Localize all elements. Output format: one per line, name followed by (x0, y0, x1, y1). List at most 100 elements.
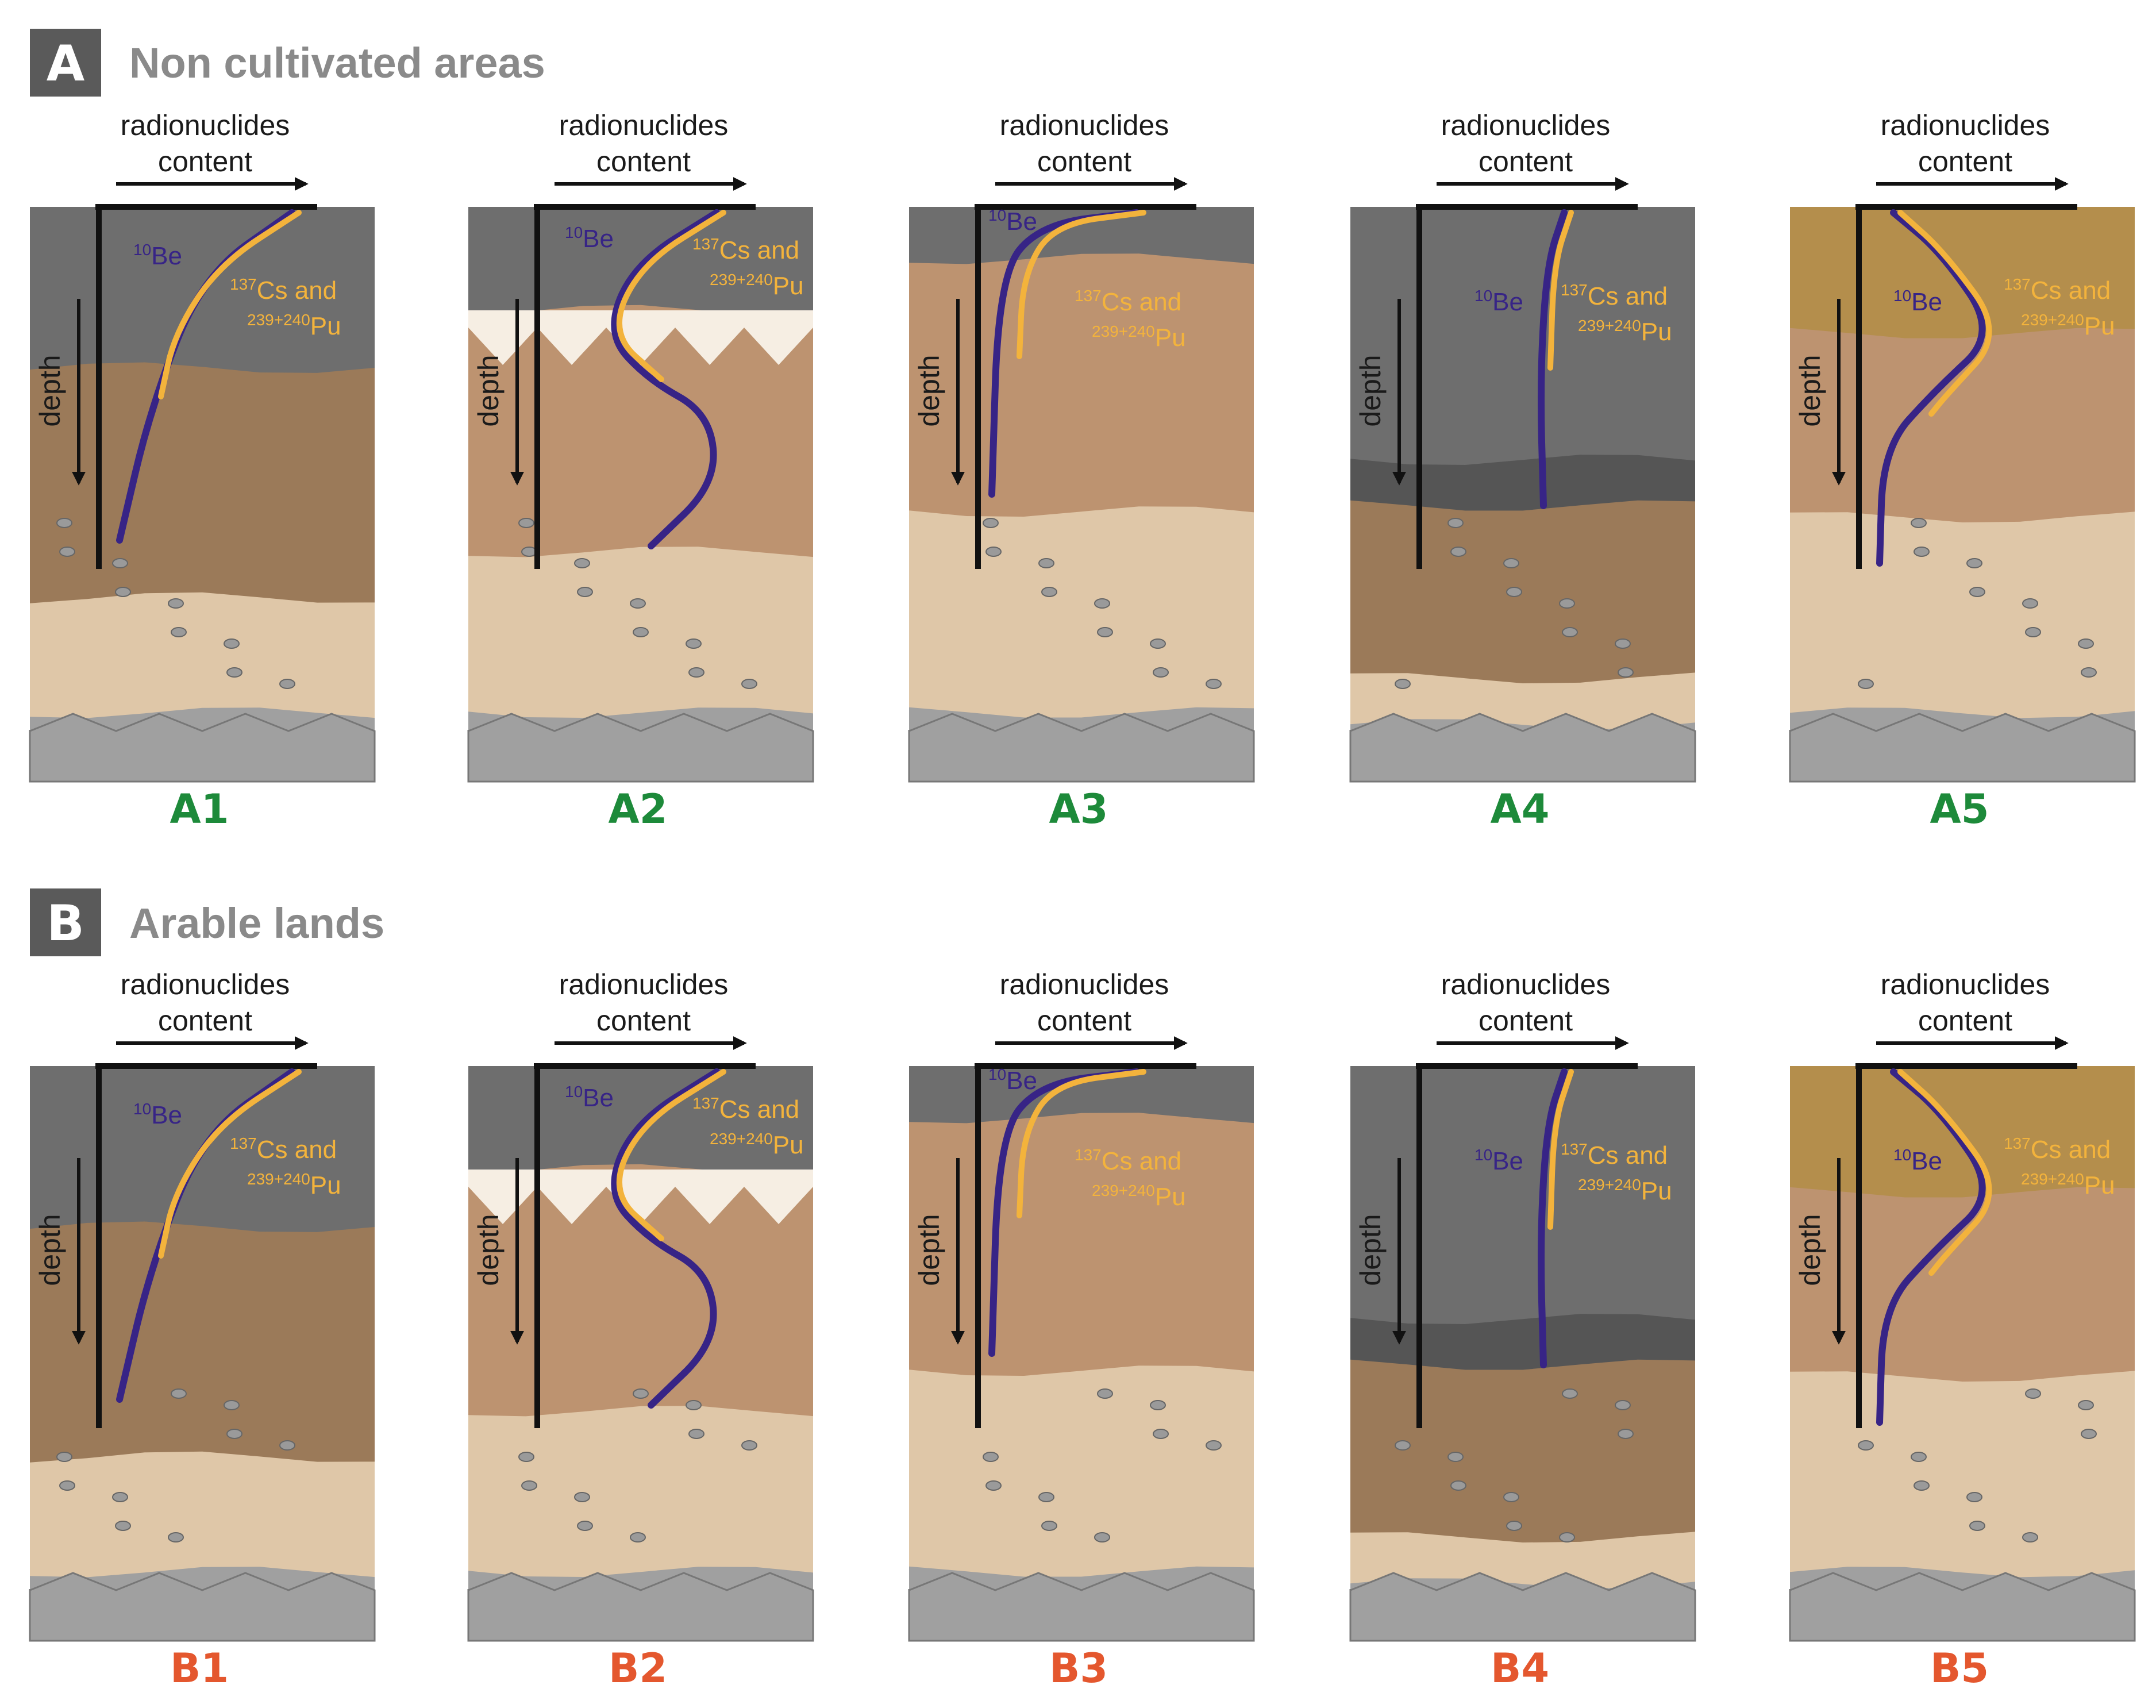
pebble (1206, 1440, 1222, 1451)
pebble (224, 638, 240, 649)
be10-symbol: Be (1006, 1067, 1037, 1095)
pebble (518, 518, 534, 528)
bedrock-band (1789, 1572, 2136, 1642)
be10-label: 10Be (1474, 287, 1523, 316)
pebble (633, 627, 649, 637)
be10-symbol: Be (1492, 288, 1523, 316)
pebble (1911, 1452, 1927, 1462)
pu239-symbol: Pu (1155, 1183, 1186, 1211)
pu239-sup: 239+240 (1578, 1176, 1641, 1194)
pebble (115, 587, 131, 597)
pebble (1150, 1400, 1166, 1410)
be10-sup: 10 (565, 1083, 583, 1101)
pebble (1858, 679, 1874, 689)
pebble (1911, 518, 1927, 528)
pu239-label: 239+240Pu (247, 311, 341, 340)
cs137-sup: 137 (1561, 281, 1588, 299)
pu239-sup: 239+240 (710, 1130, 773, 1148)
pebble (2022, 1532, 2038, 1542)
pebble (56, 1452, 72, 1462)
be10-sup: 10 (1474, 287, 1492, 305)
panel-label-a5: A5 (1930, 786, 1989, 833)
axis-label-line2: content (1479, 145, 1573, 178)
axis-label-line1: radionuclides (559, 109, 729, 141)
section-b-letter: B (47, 895, 84, 952)
pebble (1618, 1429, 1634, 1439)
axis-label-line2: content (1037, 145, 1131, 178)
depth-label: depth (1354, 355, 1387, 426)
pu239-label: 239+240Pu (1092, 322, 1186, 352)
depth-label: depth (34, 355, 66, 426)
axis-label-line2: content (596, 1005, 691, 1037)
pu239-symbol: Pu (2084, 312, 2115, 340)
pebble (1206, 679, 1222, 689)
cs137-label: 137Cs and (1561, 281, 1668, 310)
axis-label-line2: content (158, 1005, 252, 1037)
depth-label: depth (1354, 1214, 1387, 1286)
be10-symbol: Be (583, 1084, 614, 1112)
cs137-symbol: Cs and (2031, 1136, 2111, 1164)
be10-sup: 10 (1893, 287, 1911, 305)
be10-symbol: Be (151, 242, 182, 270)
pebble (171, 1388, 187, 1399)
section-a-title: Non cultivated areas (129, 39, 545, 87)
depth-label: depth (472, 355, 505, 426)
cs137-label: 137Cs and (230, 275, 337, 305)
pebble (1969, 1521, 1985, 1531)
be10-label: 10Be (133, 1100, 182, 1129)
soil-layer-dgray (468, 207, 813, 316)
depth-label: depth (1794, 355, 1826, 426)
panel-label-b3: B3 (1049, 1645, 1108, 1692)
pebble (1969, 587, 1985, 597)
cs137-symbol: Cs and (1588, 282, 1668, 310)
panel-label-b5: B5 (1930, 1645, 1989, 1692)
be10-label: 10Be (1893, 287, 1942, 316)
soil-layer-dgray (909, 207, 1254, 264)
be10-sup: 10 (133, 1100, 151, 1118)
pu239-symbol: Pu (773, 272, 804, 300)
pu239-symbol: Pu (2084, 1171, 2115, 1199)
pu239-symbol: Pu (310, 1171, 341, 1199)
be10-sup: 10 (565, 224, 583, 241)
pebble (574, 1492, 590, 1502)
pebble (1038, 1492, 1054, 1502)
axis-label-line2: content (1479, 1005, 1573, 1037)
bedrock-band (1349, 1572, 1696, 1642)
pu239-symbol: Pu (310, 312, 341, 340)
pebble (1447, 518, 1464, 528)
axis-label-line2: content (1918, 145, 2012, 178)
bedrock-band (467, 1572, 814, 1642)
pebble (985, 547, 1002, 557)
pebble (115, 1521, 131, 1531)
be10-symbol: Be (1006, 207, 1037, 236)
bedrock-band (908, 713, 1255, 783)
be10-symbol: Be (1911, 1147, 1942, 1175)
pebble (1041, 587, 1057, 597)
pebble (518, 1452, 534, 1462)
pebble (983, 518, 999, 528)
pu239-label: 239+240Pu (710, 1130, 804, 1159)
cs137-sup: 137 (692, 1094, 719, 1112)
cs137-label: 137Cs and (230, 1134, 337, 1164)
section-b-badge (30, 888, 101, 956)
section-b-title: Arable lands (129, 899, 384, 947)
cs137-symbol: Cs and (257, 1136, 337, 1164)
pebble (1559, 1532, 1575, 1542)
pebble (59, 1480, 75, 1491)
cs137-sup: 137 (2004, 1134, 2031, 1152)
be10-profile-curve (1876, 209, 1986, 567)
be10-label: 10Be (988, 206, 1037, 236)
pebble (574, 558, 590, 568)
pu239-label: 239+240Pu (1578, 1176, 1672, 1205)
pebble (1506, 1521, 1522, 1531)
pu239-label: 239+240Pu (1578, 317, 1672, 346)
pebble (226, 1429, 242, 1439)
be10-label: 10Be (988, 1065, 1037, 1095)
pebble (1506, 587, 1522, 597)
section-a-badge (30, 29, 101, 97)
cs137-sup: 137 (1075, 1146, 1102, 1164)
pebble (741, 1440, 757, 1451)
